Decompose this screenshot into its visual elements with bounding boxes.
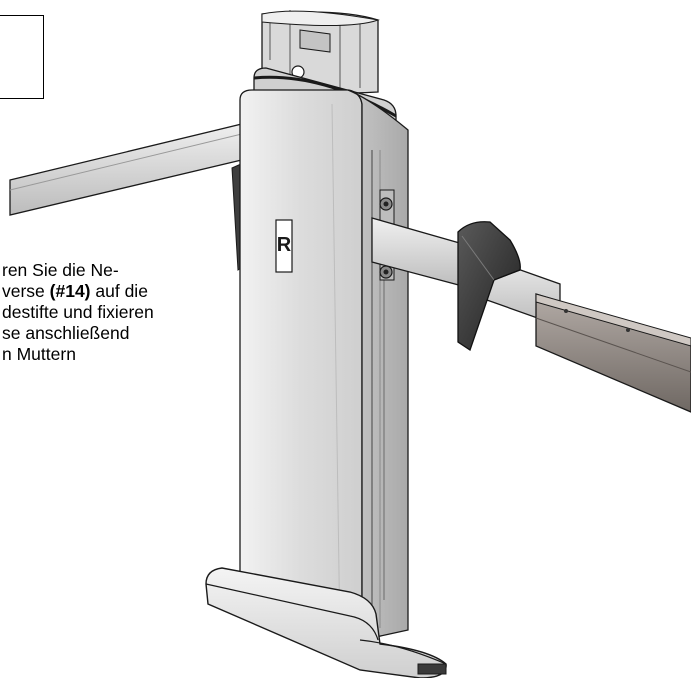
- instruction-line-2-post: auf die: [90, 281, 148, 301]
- instruction-line-3: destifte und fixieren: [2, 302, 154, 322]
- instruction-text: ren Sie die Ne- verse (#14) auf die dest…: [2, 260, 154, 365]
- rear-frame-bar: [9, 121, 251, 271]
- instruction-line-4: se anschließend: [2, 323, 130, 343]
- instruction-line-2: verse (#14) auf die: [2, 281, 154, 302]
- instruction-line-1: ren Sie die Ne-: [2, 260, 119, 280]
- part-reference: (#14): [49, 281, 91, 301]
- instruction-line-5: n Muttern: [2, 344, 76, 364]
- brand-logo-letter: R: [277, 234, 292, 256]
- outer-column: [239, 89, 409, 641]
- crossbar-end-cap: [457, 221, 521, 352]
- brand-logo-plate: R: [275, 219, 293, 273]
- crossbar: [371, 217, 691, 413]
- instruction-line-2-pre: verse: [2, 281, 50, 301]
- step-number-box: [0, 15, 44, 99]
- column-foot: [205, 567, 447, 678]
- inner-column-profile: [261, 10, 380, 94]
